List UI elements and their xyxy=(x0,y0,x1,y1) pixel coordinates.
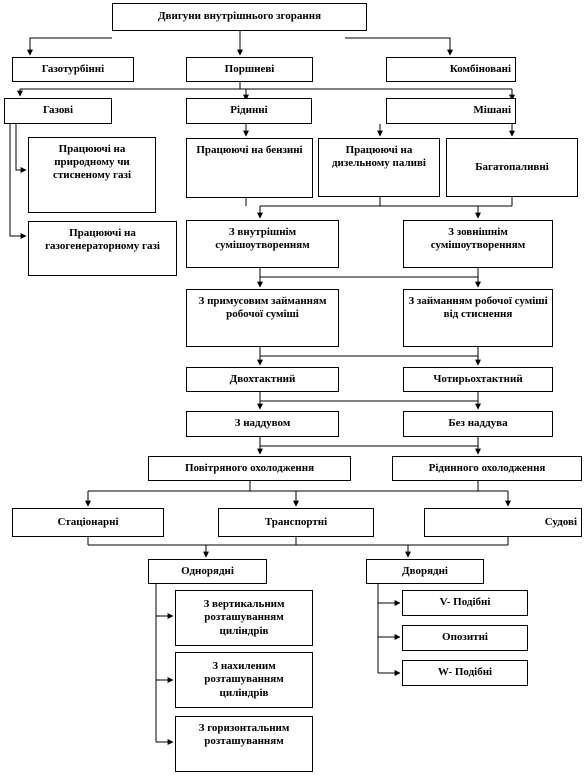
stationary-label: Стаціонарні xyxy=(57,515,119,528)
title-box: Двигуни внутрішнього згорання xyxy=(112,3,367,31)
multi-fuel-label: Багатопаливні xyxy=(475,160,549,173)
single-row-label: Однорядні xyxy=(181,564,234,577)
generator-gas-label: Працюючі на газогенераторному газі xyxy=(45,227,160,253)
compression-ignition-label: З займанням робочої суміші від стиснення xyxy=(408,295,548,321)
inclined-cylinders-label: З нахиленим розташуванням циліндрів xyxy=(204,660,284,699)
transport-box: Транспортні xyxy=(218,508,374,537)
gas-fuel-label: Газові xyxy=(42,104,74,117)
v-shape-label: V- Подібні xyxy=(439,596,491,609)
natural-gas-box: Працюючі на природному чи стисненому газ… xyxy=(28,137,156,213)
external-mixing-box: З зовнішнім сумішоутворенням xyxy=(403,220,553,268)
diesel-box: Працюючі на дизельному паливі xyxy=(318,138,440,197)
gas-turbine-label: Газотурбінні xyxy=(41,62,105,75)
internal-mixing-label: З внутрішнім сумішоутворенням xyxy=(215,226,310,252)
mixed-fuel-box: Мішані xyxy=(386,98,516,124)
forced-ignition-label: З примусовим займанням робочої суміші xyxy=(198,295,327,321)
external-mixing-label: З зовнішнім сумішоутворенням xyxy=(430,226,526,252)
two-stroke-label: Двохтактний xyxy=(229,372,296,385)
multi-fuel-box: Багатопаливні xyxy=(446,138,578,197)
four-stroke-box: Чотирьохтактний xyxy=(403,367,553,392)
mixed-fuel-label: Мішані xyxy=(473,104,511,117)
petrol-label: Працюючі на бензині xyxy=(196,144,303,156)
internal-mixing-box: З внутрішнім сумішоутворенням xyxy=(186,220,339,268)
two-stroke-box: Двохтактний xyxy=(186,367,339,392)
title-label: Двигуни внутрішнього згорання xyxy=(157,10,322,23)
air-cooling-label: Повітряного охолодження xyxy=(184,461,315,474)
compression-ignition-box: З займанням робочої суміші від стиснення xyxy=(403,289,553,347)
double-row-box: Дворядні xyxy=(366,559,484,584)
horizontal-cylinders-label: З горизонтальним розташуванням xyxy=(198,722,290,748)
double-row-label: Дворядні xyxy=(402,564,448,577)
liquid-cooling-label: Рідинного охолодження xyxy=(428,461,546,474)
opposed-box: Опозитні xyxy=(402,625,528,651)
single-row-box: Однорядні xyxy=(148,559,267,584)
with-boost-box: З наддувом xyxy=(186,411,339,437)
marine-box: Судові xyxy=(424,508,582,537)
piston-label: Поршневі xyxy=(224,62,275,75)
combined-label: Комбіновані xyxy=(449,62,511,75)
petrol-box: Працюючі на бензині xyxy=(186,138,313,198)
opposed-label: Опозитні xyxy=(442,631,488,644)
liquid-cooling-box: Рідинного охолодження xyxy=(392,456,582,481)
marine-label: Судові xyxy=(544,515,577,528)
diesel-label: Працюючі на дизельному паливі xyxy=(331,144,426,170)
horizontal-cylinders-box: З горизонтальним розташуванням xyxy=(175,716,313,772)
generator-gas-box: Працюючі на газогенераторному газі xyxy=(28,221,177,276)
liquid-fuel-box: Рідинні xyxy=(186,98,312,124)
without-boost-box: Без наддува xyxy=(403,411,553,437)
gas-fuel-box: Газові xyxy=(4,98,112,124)
vertical-cylinders-label: З вертикальним розташуванням циліндрів xyxy=(203,598,285,637)
gas-turbine-box: Газотурбінні xyxy=(12,57,134,82)
v-shape-box: V- Подібні xyxy=(402,590,528,616)
with-boost-label: З наддувом xyxy=(234,417,291,430)
without-boost-label: Без наддува xyxy=(448,417,508,430)
inclined-cylinders-box: З нахиленим розташуванням циліндрів xyxy=(175,652,313,708)
four-stroke-label: Чотирьохтактний xyxy=(433,372,523,385)
piston-box: Поршневі xyxy=(186,57,313,82)
forced-ignition-box: З примусовим займанням робочої суміші xyxy=(186,289,339,347)
w-shape-label: W- Подібні xyxy=(437,666,493,679)
natural-gas-label: Працюючі на природному чи стисненому газ… xyxy=(52,143,132,182)
combined-box: Комбіновані xyxy=(386,57,516,82)
vertical-cylinders-box: З вертикальним розташуванням циліндрів xyxy=(175,590,313,646)
liquid-fuel-label: Рідинні xyxy=(230,104,268,117)
stationary-box: Стаціонарні xyxy=(12,508,164,537)
transport-label: Транспортні xyxy=(264,515,328,528)
w-shape-box: W- Подібні xyxy=(402,660,528,686)
air-cooling-box: Повітряного охолодження xyxy=(148,456,351,481)
